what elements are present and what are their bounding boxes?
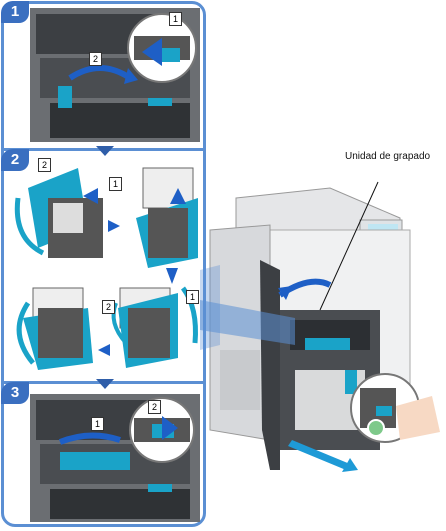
arrow-down-icon	[96, 146, 114, 156]
machine-label: Unidad de grapado	[345, 151, 431, 162]
step3-illustration	[30, 394, 200, 522]
callout-number: 1	[186, 290, 199, 304]
callout-number: 2	[89, 52, 102, 66]
callout-number: 1	[91, 417, 104, 431]
step-badge-3: 3	[1, 382, 29, 404]
callout-number: 2	[38, 158, 51, 172]
step-badge-1: 1	[1, 1, 29, 23]
arrow-down-icon	[96, 379, 114, 389]
callout-number: 1	[109, 177, 122, 191]
step-badge-2: 2	[1, 149, 29, 171]
callout-number: 2	[102, 300, 115, 314]
machine-illustration	[200, 181, 440, 472]
callout-number: 2	[148, 400, 161, 414]
callout-number: 1	[169, 12, 182, 26]
step2-illustration	[14, 167, 198, 370]
step1-illustration	[30, 8, 200, 142]
